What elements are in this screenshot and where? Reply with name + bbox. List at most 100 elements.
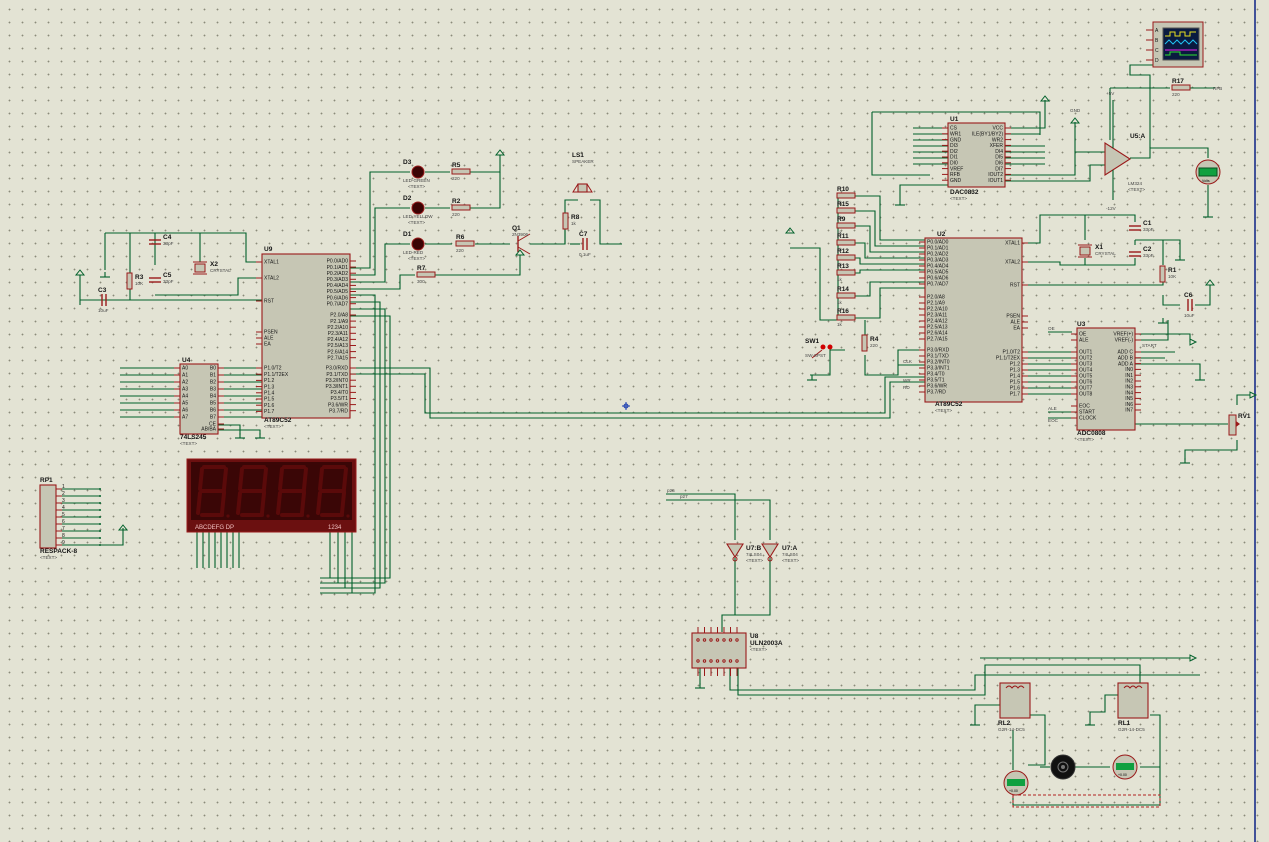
chip-u8[interactable]: U8 ULN2003A <TEXT> <box>691 627 783 676</box>
net-label-p27: p27 <box>680 494 688 499</box>
speaker-ls1[interactable]: LS1 SPEAKER <box>572 152 594 193</box>
u3-ref: U3 <box>1077 321 1086 328</box>
rp1-junction-4 <box>99 516 101 518</box>
u1-left-pin-label-7: VREF <box>950 166 963 172</box>
rp1-pin-num-1: 2 <box>62 491 65 497</box>
resistor-r11[interactable] <box>836 239 856 246</box>
resistor-r7[interactable] <box>416 271 436 278</box>
chip-u3-adc[interactable]: OEALEEOCSTARTCLOCKOUT1OUT2OUT3OUT4OUT5OU… <box>1071 321 1141 442</box>
seven-segment-display[interactable]: ABCDEFG DP 1234 <box>186 458 357 533</box>
u1-left-pin-label-9: GND <box>950 178 962 184</box>
power-arrow-6 <box>74 269 86 276</box>
u9-right-a-pin-label-2: P0.2/AD2 <box>327 271 349 277</box>
resistor-r5[interactable] <box>451 168 471 175</box>
dc-motor[interactable] <box>1050 754 1076 780</box>
resistor-r3[interactable] <box>126 272 133 290</box>
resistor-r15[interactable] <box>836 207 856 214</box>
u9-left-d-pin-label-6: P1.6 <box>264 403 275 409</box>
passive-components[interactable]: R5220R2220R6220R7300R310KR81kR110KR4220R… <box>98 78 1195 352</box>
inverter-u7a[interactable]: U7:A 74LS04 <TEXT> <box>761 543 799 563</box>
resistor-r4[interactable] <box>861 334 868 352</box>
u8-part: ULN2003A <box>750 640 783 647</box>
potentiometer-rv1[interactable]: RV1 <box>1228 413 1251 436</box>
u2-left-c-pin-label-0: P3.0/RXD <box>927 348 950 354</box>
capacitor-c7[interactable]: C70.1uF <box>579 231 591 257</box>
capacitor-c6-ref: C6 <box>1184 292 1193 299</box>
ammeter-right[interactable]: +0.00 <box>1112 754 1138 780</box>
ammeter-left[interactable]: +0.00 <box>1003 770 1029 796</box>
opamp-u5a[interactable]: U5:A LM324 <TEXT> +5V -12V <box>1104 91 1145 211</box>
transistor-q1[interactable]: Q1 2N3906 <box>512 225 531 255</box>
u3-left-a-pin-label-0: OE <box>1079 332 1087 338</box>
resistor-r2-ref: R2 <box>452 198 461 205</box>
resistor-r6[interactable] <box>455 240 475 247</box>
resistor-r8[interactable] <box>562 212 569 230</box>
resistor-r17[interactable] <box>1171 84 1191 91</box>
inverter-u7b[interactable]: U7:B 74LS04 <TEXT> <box>726 543 763 563</box>
net-oe: OE <box>1048 326 1055 331</box>
resistor-r14[interactable] <box>836 292 856 299</box>
rp1-part: RESPACK-8 <box>40 548 77 555</box>
relay-rl2[interactable]: RL2 G2R-14-DC5 <box>998 682 1031 732</box>
oscilloscope[interactable]: ABCD <box>1146 21 1204 68</box>
switch-sw1[interactable]: SW1 SW-SPST <box>805 338 833 359</box>
digit-3-segment-2 <box>340 491 346 515</box>
led-part-2: LED-RED <box>403 250 424 255</box>
u4-right-pin-label-4: B4 <box>210 394 216 400</box>
resistor-r1-value: 10K <box>1168 274 1177 279</box>
rp1-junction-8 <box>99 544 101 546</box>
u8-out-5 <box>728 638 733 642</box>
ground-and-power-symbols <box>74 95 1258 726</box>
u9-right-b-pin-label-2: P2.2/A10 <box>327 325 348 331</box>
u8-out-3 <box>715 638 720 642</box>
u1-left-pin-label-5: DI1 <box>950 155 958 161</box>
resistor-r7-value: 300 <box>417 279 425 284</box>
motor-power-loop <box>1012 794 1161 808</box>
voltmeter[interactable]: Volts <box>1195 159 1221 185</box>
resistor-r12[interactable] <box>836 254 856 261</box>
rv1-ref: RV1 <box>1238 413 1251 420</box>
u1-left-pin-label-1: WR1 <box>950 132 961 138</box>
digit-0-segment-2 <box>220 491 226 515</box>
chip-u9[interactable]: XTAL1XTAL2RSTPSENALEEAP1.0/T2P1.1/T2EXP1… <box>256 246 356 429</box>
u3-mid-pin-label-2: OUT3 <box>1079 362 1093 368</box>
resistor-r2[interactable] <box>451 204 471 211</box>
resistor-r16[interactable] <box>836 314 856 321</box>
u3-right-b-pin-label-0: ADD C <box>1117 350 1133 356</box>
resistor-r9[interactable] <box>836 222 856 229</box>
resistor-r13[interactable] <box>836 269 856 276</box>
u2-ref: U2 <box>937 231 946 238</box>
resistor-r5-value: 220 <box>452 176 460 181</box>
capacitor-c3-value: 10uF <box>98 308 109 313</box>
led-part-0: LED-GREEN <box>403 178 430 183</box>
u9-right-b-pin-label-3: P2.3/A11 <box>328 331 348 337</box>
net-rd: RD <box>903 385 910 390</box>
resistor-r1[interactable] <box>1159 265 1166 283</box>
relay-rl1[interactable]: RL1 G2R-14-DC5 <box>1117 682 1149 732</box>
resistor-r12-ref: R12 <box>837 248 849 255</box>
chip-u2[interactable]: P0.0/AD0P0.1/AD1P0.2/AD2P0.3/AD3P0.4/AD4… <box>919 231 1028 413</box>
u1-left-pin-label-3: DI3 <box>950 143 958 149</box>
digit-0-segment-5 <box>198 467 204 491</box>
u7b-text: <TEXT> <box>746 558 763 563</box>
chip-u1-dac[interactable]: CSWR1GNDDI3DI2DI1DI0VREFRFBGNDVCCILE(BY1… <box>942 116 1011 201</box>
u9-left-a-pin-label-0: XTAL1 <box>264 260 279 266</box>
resistor-r10[interactable] <box>836 192 856 199</box>
chip-u4[interactable]: A0A1A2A3A4A5A6A7B0B1B2B3B4B5B6B7CEAB/BA … <box>174 357 224 446</box>
leds[interactable]: D3LED-GREEN<TEXT>D2LED-YELLOW<TEXT>D1LED… <box>403 159 433 261</box>
rl2-part: G2R-14-DC5 <box>998 727 1025 732</box>
u2-right-d-pin-label-5: P1.5 <box>1010 380 1021 386</box>
u2-left-a-pin-label-1: P0.1/AD1 <box>927 246 949 252</box>
